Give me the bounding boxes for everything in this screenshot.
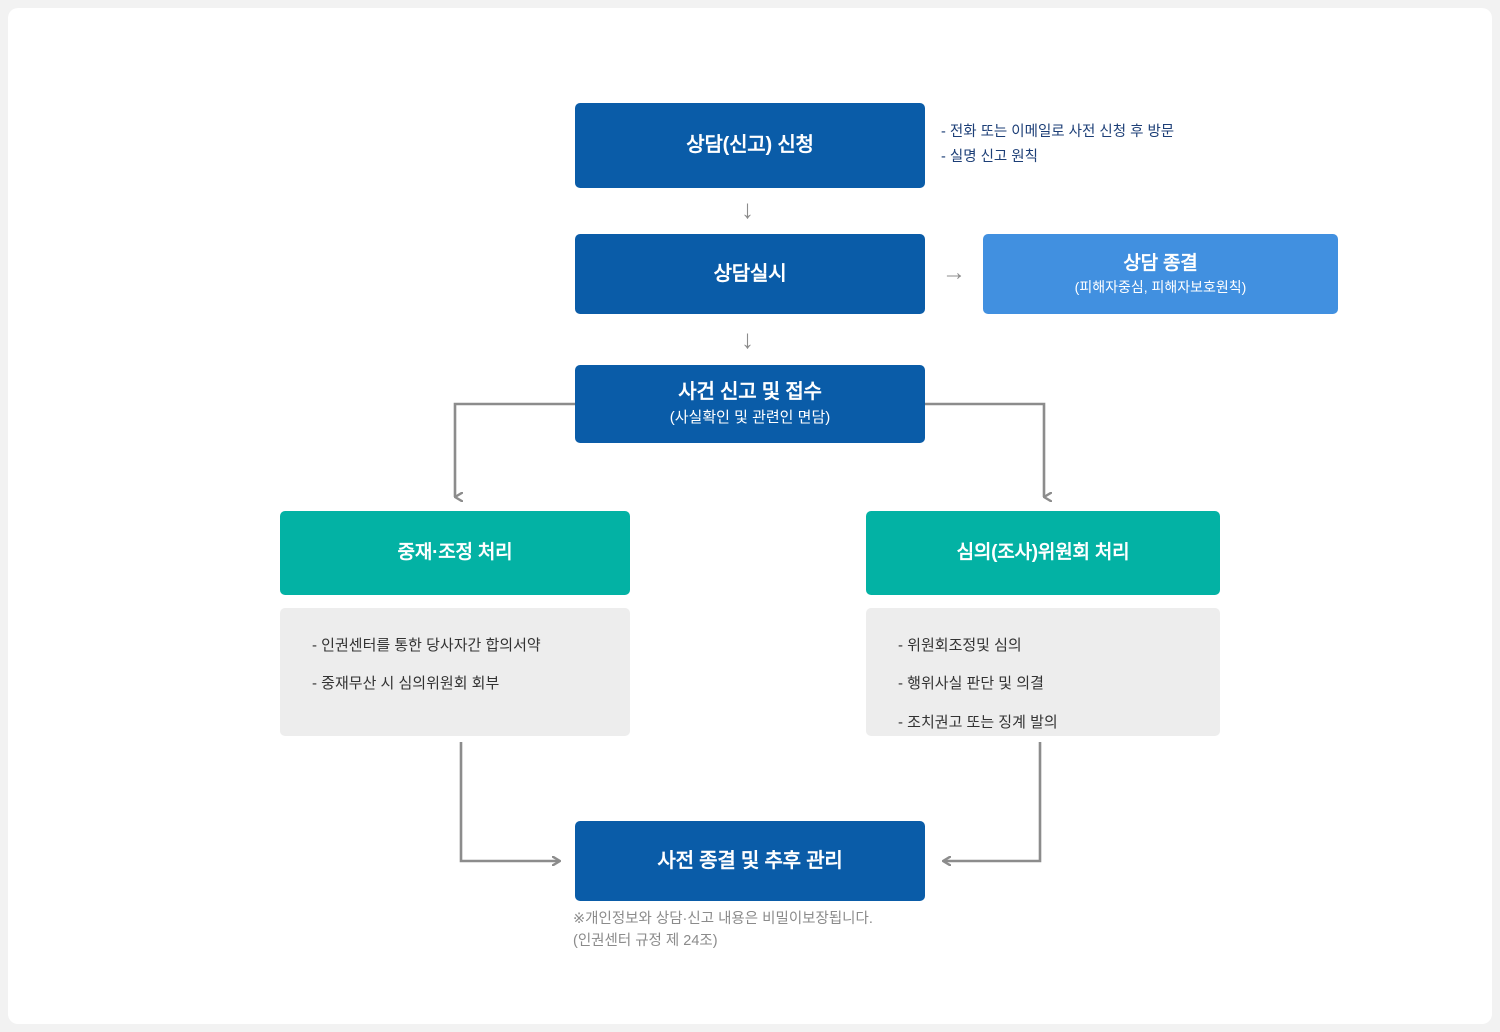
node-subtitle: (피해자중심, 피해자보호원칙) xyxy=(1074,279,1247,296)
list-item: - 위원회조정및 심의 xyxy=(898,637,1022,654)
node-title: 사전 종결 및 추후 관리 xyxy=(657,849,843,872)
node-case-report-intake[interactable]: 사건 신고 및 접수 (사실확인 및 관련인 면담) xyxy=(575,365,925,443)
node-mediation-processing[interactable]: 중재·조정 처리 xyxy=(280,511,630,595)
footnote-line: (인권센터 규정 제 24조) xyxy=(573,933,718,950)
confidentiality-footnote: ※개인정보와 상담·신고 내용은 비밀이보장됩니다. (인권센터 규정 제 24… xyxy=(573,908,993,953)
node-case-closure-followup[interactable]: 사전 종결 및 추후 관리 xyxy=(575,821,925,901)
node-title: 상담(신고) 신청 xyxy=(686,134,814,156)
node-counseling-application[interactable]: 상담(신고) 신청 xyxy=(575,103,925,188)
application-notes: - 전화 또는 이메일로 사전 신청 후 방문 - 실명 신고 원칙 xyxy=(941,120,1271,171)
arrow-down-icon-consult-to-report: ↓ xyxy=(741,324,754,354)
note-line: - 실명 신고 원칙 xyxy=(941,149,1038,166)
connector-mediation-to-final xyxy=(459,742,560,861)
note-line: - 전화 또는 이메일로 사전 신청 후 방문 xyxy=(941,124,1175,140)
node-title: 상담 종결 xyxy=(1123,252,1198,274)
node-counseling-closed[interactable]: 상담 종결 (피해자중심, 피해자보호원칙) xyxy=(983,234,1338,314)
arrow-down-icon-apply-to-consult: ↓ xyxy=(741,194,754,224)
connector-report-to-committee xyxy=(925,402,1044,497)
node-title: 중재·조정 처리 xyxy=(397,542,513,564)
connector-report-to-mediation xyxy=(453,402,575,497)
node-title: 상담실시 xyxy=(713,262,787,285)
detail-panel-committee: - 위원회조정및 심의 - 행위사실 판단 및 의결 - 조치권고 또는 징계 … xyxy=(866,608,1220,736)
connector-committee-to-final xyxy=(943,742,1042,861)
footnote-line: ※개인정보와 상담·신고 내용은 비밀이보장됩니다. xyxy=(573,911,873,927)
node-title: 사건 신고 및 접수 xyxy=(678,381,822,404)
list-item: - 행위사실 판단 및 의결 xyxy=(898,675,1044,693)
list-item: - 중재무산 시 심의위원회 회부 xyxy=(312,675,500,693)
detail-panel-mediation: - 인권센터를 통한 당사자간 합의서약 - 중재무산 시 심의위원회 회부 xyxy=(280,608,630,736)
detail-list-committee: - 위원회조정및 심의 - 행위사실 판단 및 의결 - 조치권고 또는 징계 … xyxy=(866,636,1220,733)
list-item: - 조치권고 또는 징계 발의 xyxy=(898,713,1058,731)
node-subtitle: (사실확인 및 관련인 면담) xyxy=(669,409,831,427)
list-item: - 인권센터를 통한 당사자간 합의서약 xyxy=(312,637,541,654)
detail-list-mediation: - 인권센터를 통한 당사자간 합의서약 - 중재무산 시 심의위원회 회부 xyxy=(280,636,630,695)
arrow-right-icon-consult-to-close: → xyxy=(942,259,966,286)
node-title: 심의(조사)위원회 처리 xyxy=(956,542,1130,564)
node-counseling-conducted[interactable]: 상담실시 xyxy=(575,234,925,314)
node-committee-processing[interactable]: 심의(조사)위원회 처리 xyxy=(866,511,1220,595)
